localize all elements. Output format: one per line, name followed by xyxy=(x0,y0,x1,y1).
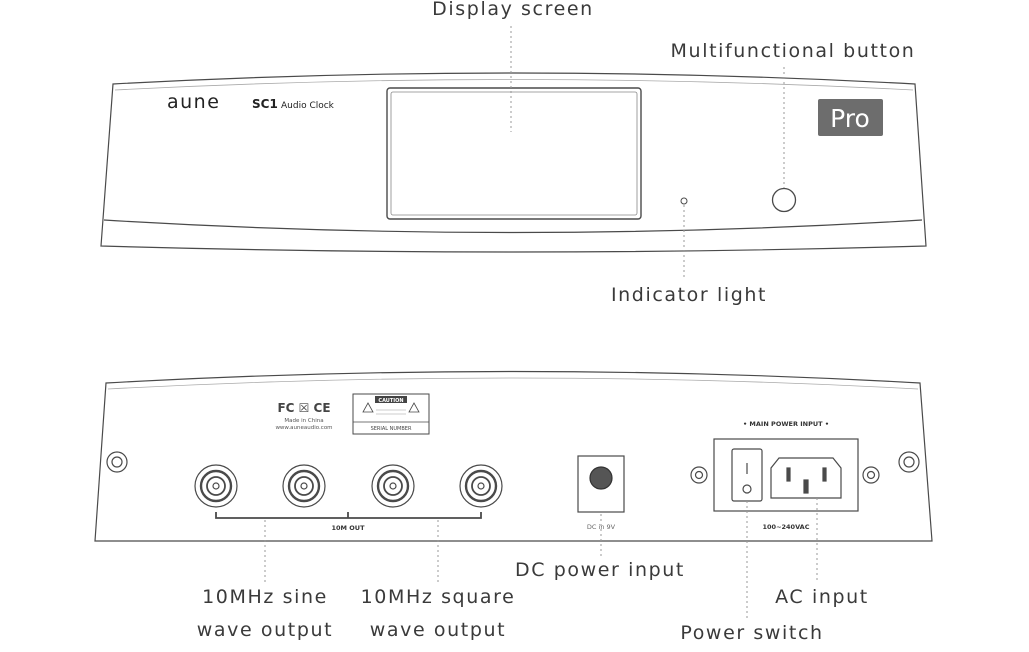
iec-pin-right xyxy=(822,467,827,482)
indicator-light xyxy=(680,197,688,205)
bnc-connector-3 xyxy=(371,464,415,508)
front-panel xyxy=(100,72,927,253)
serial-number-label: SERIAL NUMBER xyxy=(371,426,412,432)
dc-jack-housing xyxy=(577,455,625,513)
callout-sine-line1: 10MHz sine xyxy=(202,586,328,608)
caution-title: CAUTION xyxy=(378,398,403,404)
iec-pin-earth xyxy=(803,479,809,494)
front-panel-bottom-bevel xyxy=(103,219,923,234)
power-switch-off-mark xyxy=(742,484,752,494)
callout-dc-power-input: DC power input xyxy=(515,559,685,581)
bnc-connector-2 xyxy=(282,464,326,508)
output-bracket xyxy=(215,512,482,519)
callout-sine-line2: wave output xyxy=(196,619,334,641)
caution-triangle-left xyxy=(362,402,374,413)
voltage-label: 100~240VAC xyxy=(763,523,810,531)
brand-logo: aune xyxy=(167,91,220,113)
model-name: SC1 xyxy=(252,97,278,111)
iec-c14-socket xyxy=(770,457,842,499)
rear-panel-top-edge xyxy=(107,377,919,390)
display-screen xyxy=(386,87,642,220)
display-screen-inner xyxy=(390,91,638,216)
certification-marks: FC ☒ CE xyxy=(277,401,330,415)
front-panel-top-edge xyxy=(114,79,914,91)
ac-inlet-module xyxy=(713,438,859,512)
model-subtitle: Audio Clock xyxy=(281,101,335,111)
callout-square-line2: wave output xyxy=(369,619,507,641)
ac-module-screw-left xyxy=(690,466,708,484)
mount-screw-right xyxy=(898,451,920,473)
output-label: 10M OUT xyxy=(331,524,365,532)
callout-power-switch: Power switch xyxy=(680,622,824,644)
ac-module-screw-right xyxy=(862,466,880,484)
callout-ac-input: AC input xyxy=(775,586,869,608)
pro-badge xyxy=(818,99,883,136)
dc-jack xyxy=(589,466,613,490)
iec-pin-left xyxy=(786,467,791,482)
main-power-input-label: • MAIN POWER INPUT • xyxy=(743,420,829,428)
bnc-connector-1 xyxy=(194,464,238,508)
dc-input-label: DC in 9V xyxy=(587,523,616,531)
caution-triangle-right xyxy=(408,402,420,413)
bnc-connector-4 xyxy=(459,464,503,508)
callout-indicator-light: Indicator light xyxy=(610,284,768,306)
callout-display-screen: Display screen xyxy=(432,0,594,20)
made-in-label: Made in China xyxy=(284,418,323,424)
callout-multifunctional-button: Multifunctional button xyxy=(670,40,916,62)
mount-screw-left xyxy=(106,451,128,473)
pro-badge-label: Pro xyxy=(830,104,870,133)
callout-square-line1: 10MHz square xyxy=(360,586,516,608)
leader-lines xyxy=(264,26,818,620)
caution-label xyxy=(352,393,430,435)
rear-panel xyxy=(94,370,933,542)
website-label: www.auneaudio.com xyxy=(275,425,332,431)
multifunctional-button xyxy=(771,187,797,213)
rear-panel-outline xyxy=(94,370,933,542)
front-panel-outline xyxy=(100,72,927,253)
